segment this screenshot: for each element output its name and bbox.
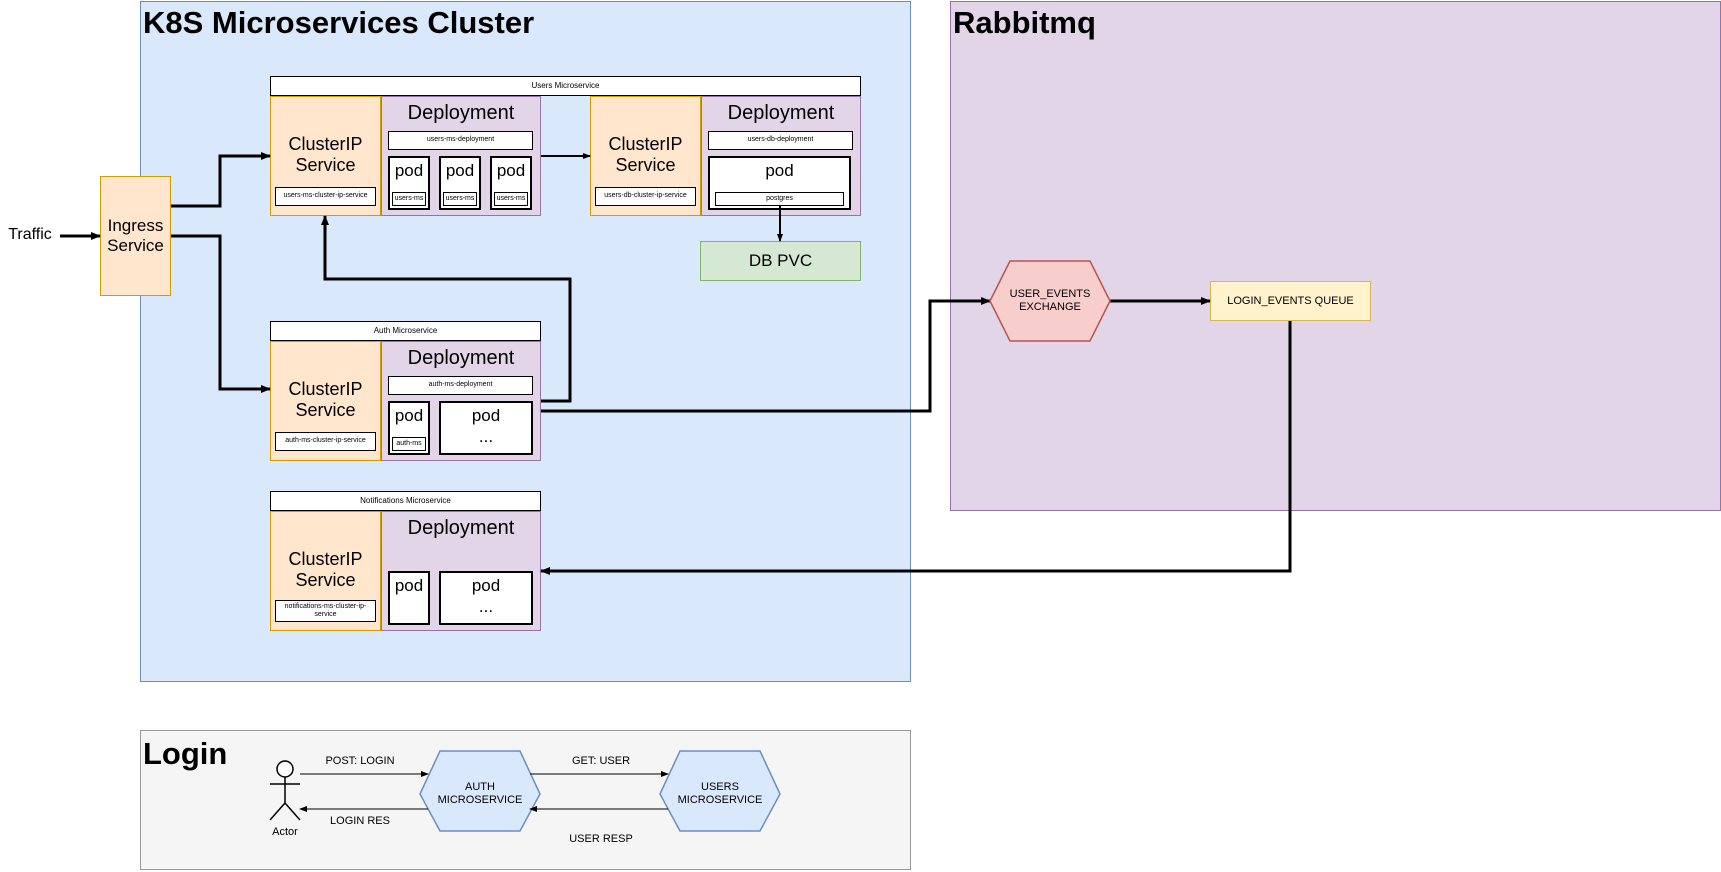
users-db-deployment-title: Deployment — [727, 101, 835, 124]
rabbitmq-container — [950, 1, 1721, 511]
notifications-ms-header: Notifications Microservice — [270, 491, 541, 511]
login-events-queue[interactable]: LOGIN_EVENTS QUEUE — [1210, 281, 1371, 321]
notifications-ms-pod-title: pod — [394, 576, 424, 596]
edge-ingress-to-users-service — [171, 152, 271, 208]
users-ms-service-name: users-ms-cluster-ip-service — [275, 187, 376, 206]
users-ms-pod-3-container: users-ms — [494, 192, 528, 206]
auth-ms-pod-title: pod — [394, 406, 424, 426]
users-ms-deployment-name: users-ms-deployment — [388, 131, 533, 150]
auth-ms-pod-container: auth-ms — [392, 437, 426, 451]
login-auth-microservice-hexagon — [419, 750, 541, 832]
login-users-microservice[interactable]: USERS MICROSERVICE — [677, 781, 763, 806]
auth-ms-service-name: auth-ms-cluster-ip-service — [275, 432, 376, 451]
auth-ms-header: Auth Microservice — [270, 321, 541, 341]
notifications-ms-pod[interactable] — [388, 571, 430, 625]
actor-label: Actor — [272, 825, 298, 838]
auth-ms-more-pods-title: pod — [471, 406, 501, 426]
auth-ms-more-pods-ellipsis: ... — [478, 427, 494, 447]
users-ms-pod-2-container: users-ms — [443, 192, 477, 206]
traffic-label: Traffic — [8, 225, 52, 243]
notifications-ms-more-pods[interactable] — [439, 571, 533, 625]
users-db-service-title: ClusterIP Service — [608, 134, 683, 175]
users-db-service-name: users-db-cluster-ip-service — [595, 187, 696, 206]
users-ms-pod-1-title: pod — [394, 161, 424, 181]
users-ms-deployment-title: Deployment — [407, 101, 515, 124]
edge-ingress-to-auth-service — [171, 234, 271, 393]
edge-queue-to-notifications — [540, 321, 1292, 575]
notifications-ms-more-pods-ellipsis: ... — [478, 597, 494, 617]
users-db-deployment-name: users-db-deployment — [708, 131, 853, 150]
login-users-microservice-hexagon — [659, 750, 781, 832]
edge-auth-to-exchange — [541, 297, 991, 413]
notifications-ms-deployment-title: Deployment — [407, 516, 515, 539]
auth-ms-service-title: ClusterIP Service — [288, 379, 363, 420]
users-ms-pod-2-title: pod — [445, 161, 475, 181]
edge-auth-to-users-service — [321, 215, 572, 403]
users-ms-header: Users Microservice — [270, 76, 861, 96]
users-db-pod-title: pod — [765, 161, 794, 181]
user-events-exchange-hexagon — [989, 260, 1111, 342]
cluster-title: K8S Microservices Cluster — [143, 5, 535, 41]
rabbitmq-title: Rabbitmq — [953, 5, 1096, 41]
user-events-exchange[interactable]: USER_EVENTS EXCHANGE — [1009, 288, 1091, 313]
notifications-ms-more-pods-title: pod — [471, 576, 501, 596]
users-ms-pod-1-container: users-ms — [392, 192, 426, 206]
get-user-label: GET: USER — [571, 754, 631, 767]
users-ms-pod-3-title: pod — [496, 161, 526, 181]
notifications-ms-service-title: ClusterIP Service — [288, 549, 363, 590]
auth-ms-more-pods[interactable] — [439, 401, 533, 455]
actor-icon — [269, 760, 301, 821]
user-resp-label: USER RESP — [569, 832, 633, 845]
login-res-label: LOGIN RES — [330, 814, 390, 827]
ingress-service[interactable]: Ingress Service — [100, 176, 171, 296]
notifications-ms-service-name: notifications-ms-cluster-ip- service — [275, 600, 376, 622]
login-title: Login — [143, 736, 228, 772]
auth-ms-deployment-name: auth-ms-deployment — [388, 376, 533, 395]
auth-ms-deployment-title: Deployment — [407, 346, 515, 369]
users-db-container: postgres — [715, 192, 844, 206]
login-auth-microservice[interactable]: AUTH MICROSERVICE — [437, 781, 523, 806]
post-login-label: POST: LOGIN — [325, 754, 395, 767]
users-ms-service-title: ClusterIP Service — [288, 134, 363, 175]
